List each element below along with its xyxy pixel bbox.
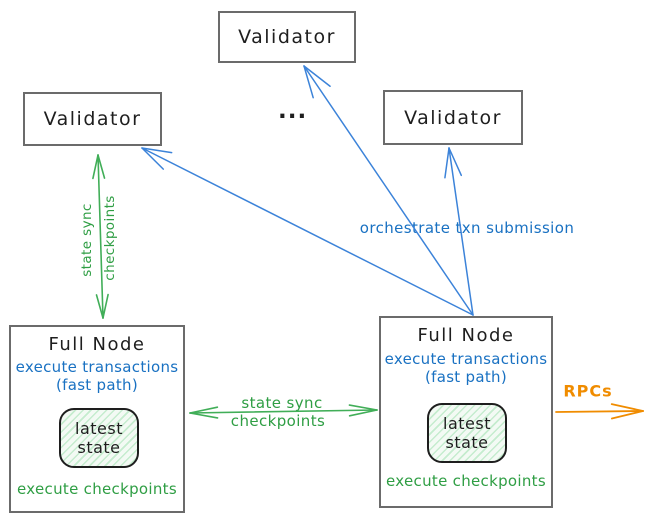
full-node-title: Full Node [48,334,146,355]
execute-checkpoints-label: execute checkpoints [386,472,546,490]
latest-state-label: state [445,433,489,452]
state-sync-horizontal-label-line1: state sync [241,394,323,412]
validator-box-right: Validator [383,90,523,145]
orchestrate-txn-label: orchestrate txn submission [359,219,575,237]
rpcs-label: RPCs [563,381,613,401]
fast-path-label: (fast path) [424,368,508,386]
state-sync-vertical-label-line2: checkpoints [102,195,118,281]
validator-label: Validator [238,26,336,48]
full-node-title: Full Node [417,325,515,346]
state-sync-vertical-label-line1: state sync [79,203,95,277]
full-node-box-right: Full Node execute transactions (fast pat… [379,316,553,508]
validator-label: Validator [404,106,502,129]
ellipsis-label: ... [278,98,308,124]
latest-state-label: state [77,438,121,457]
fast-path-label: (fast path) [55,376,139,394]
arrow-rpcs [555,403,644,420]
validator-box-top: Validator [218,11,356,63]
execute-transactions-label: execute transactions [15,358,179,376]
state-sync-horizontal-label-line2: checkpoints [230,412,326,430]
latest-state-label: latest [75,419,123,438]
validator-box-left: Validator [23,92,162,146]
execute-checkpoints-label: execute checkpoints [17,480,177,498]
latest-state-box: latest state [59,408,139,468]
validator-label: Validator [43,108,142,130]
latest-state-label: latest [443,414,491,433]
latest-state-box: latest state [427,403,507,463]
execute-transactions-label: execute transactions [384,350,548,368]
full-node-box-left: Full Node execute transactions (fast pat… [9,325,185,513]
